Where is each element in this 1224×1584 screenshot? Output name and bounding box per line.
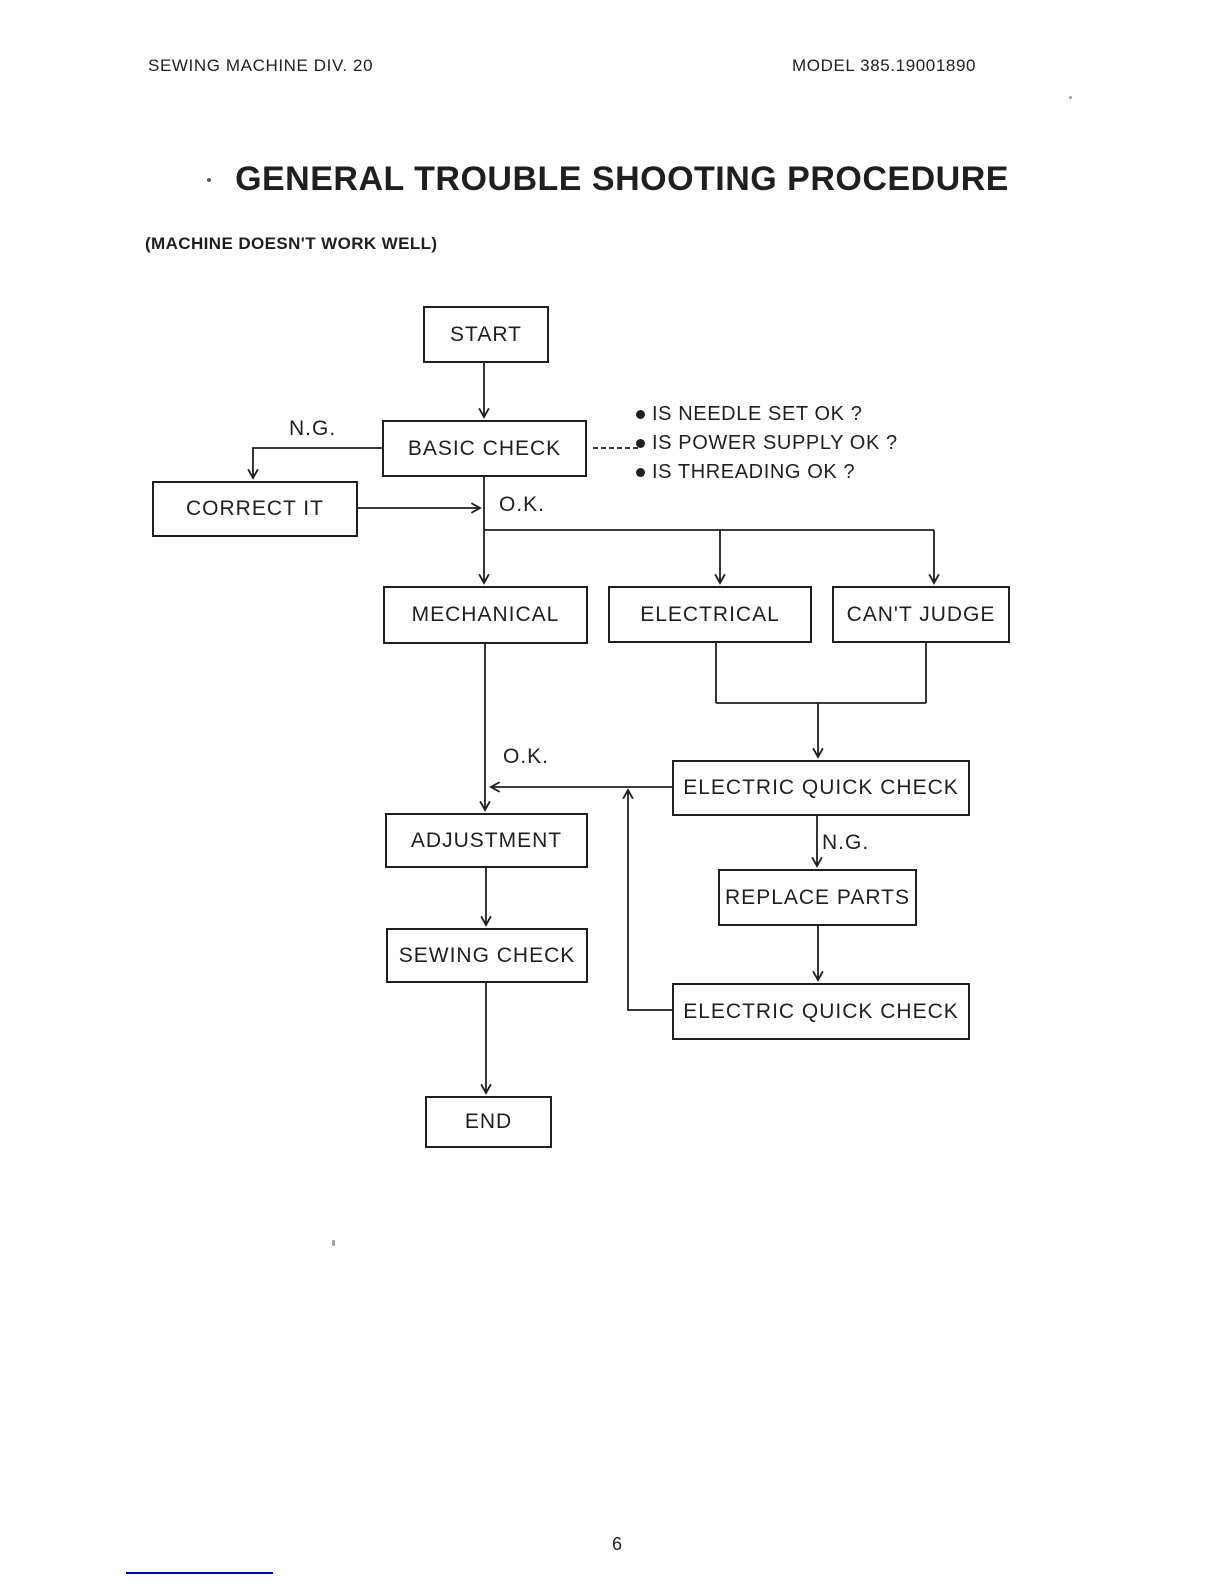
edge-label-ok-quick-check: O.K. [503, 745, 550, 768]
scan-artifact-dot [207, 178, 211, 182]
checklist-item: IS POWER SUPPLY OK ? [636, 429, 898, 458]
checklist-item: IS THREADING OK ? [636, 458, 898, 487]
edge-label-ng-quick-check: N.G. [822, 831, 870, 854]
node-cant-judge: CAN'T JUDGE [832, 586, 1010, 643]
node-adjustment: ADJUSTMENT [385, 813, 588, 868]
edge-label-ok-basic-check: O.K. [499, 493, 546, 516]
node-start: START [423, 306, 549, 363]
node-electric-quick-check-2: ELECTRIC QUICK CHECK [672, 983, 970, 1040]
page-number: 6 [612, 1534, 623, 1554]
edge-quick-check-2-feedback [622, 788, 672, 1011]
header-model-number: MODEL 385.19001890 [792, 56, 977, 75]
checklist-item-text: IS THREADING OK ? [652, 461, 856, 483]
node-end: END [425, 1096, 552, 1148]
footer-accent-line [126, 1572, 273, 1574]
page-title: GENERAL TROUBLE SHOOTING PROCEDURE [235, 160, 1009, 198]
node-replace-parts: REPLACE PARTS [718, 869, 917, 926]
node-sewing-check: SEWING CHECK [386, 928, 588, 983]
page-subtitle: (MACHINE DOESN'T WORK WELL) [145, 234, 438, 253]
scan-artifact-dot [1069, 96, 1072, 99]
basic-check-checklist: IS NEEDLE SET OK ? IS POWER SUPPLY OK ? … [636, 400, 898, 487]
scan-artifact-dot [332, 1240, 335, 1246]
checklist-item-text: IS NEEDLE SET OK ? [652, 403, 863, 425]
bullet-icon [636, 410, 645, 419]
bullet-icon [636, 468, 645, 477]
node-correct-it: CORRECT IT [152, 481, 358, 537]
node-basic-check: BASIC CHECK [382, 420, 587, 477]
header-division: SEWING MACHINE DIV. 20 [148, 56, 374, 75]
checklist-item: IS NEEDLE SET OK ? [636, 400, 898, 429]
node-mechanical: MECHANICAL [383, 586, 588, 644]
bullet-icon [636, 439, 645, 448]
edge-label-ng-basic-check: N.G. [289, 417, 337, 440]
checklist-item-text: IS POWER SUPPLY OK ? [652, 432, 898, 454]
edge-basic-check-ng-to-correct-it [247, 447, 382, 480]
node-electrical: ELECTRICAL [608, 586, 812, 643]
node-electric-quick-check-1: ELECTRIC QUICK CHECK [672, 760, 970, 816]
